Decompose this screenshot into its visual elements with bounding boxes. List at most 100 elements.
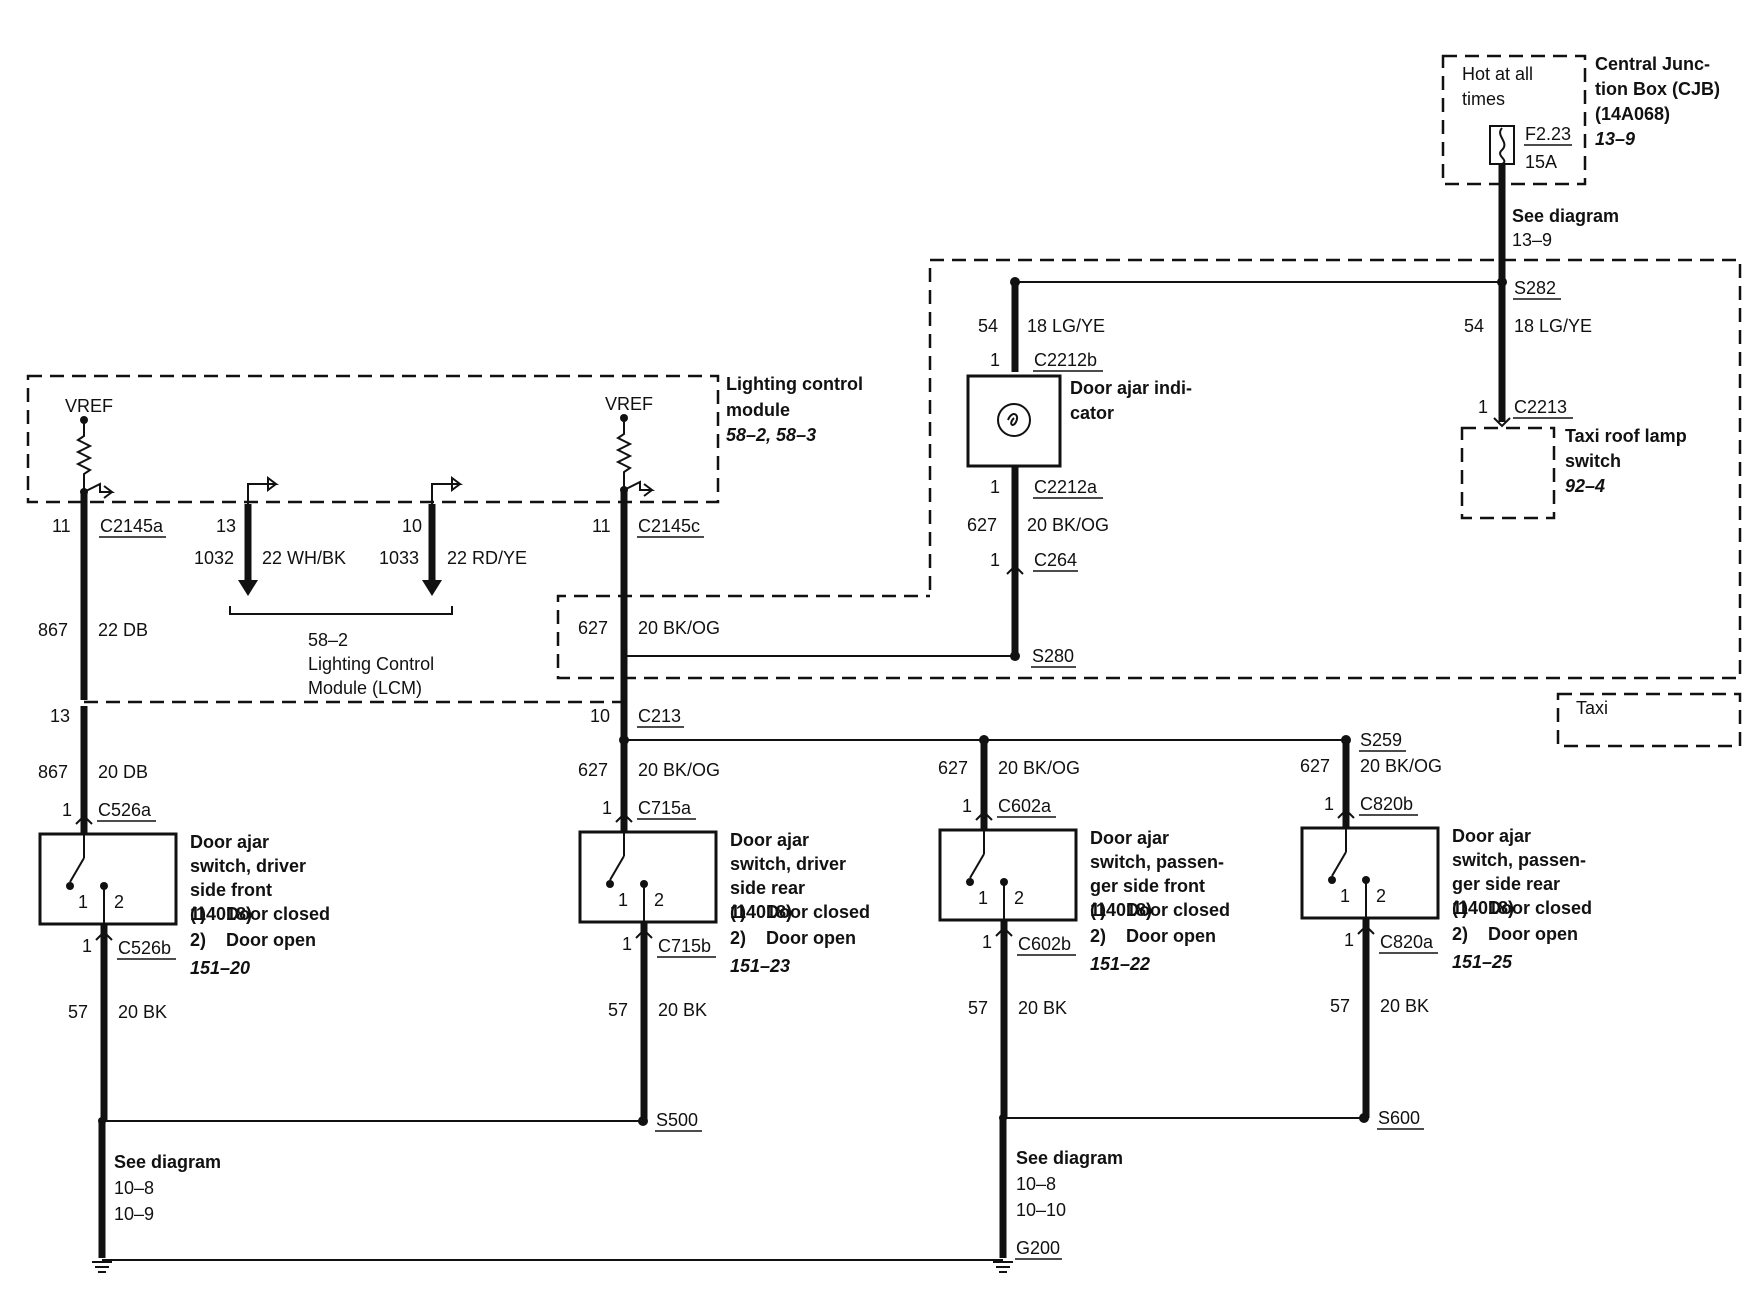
switch-wire-top-color-passenger-rear: 20 BK/OG: [1360, 756, 1442, 776]
circuit-1032: 1032: [194, 548, 234, 568]
taxi-connector-chevron-icon: [1493, 417, 1511, 428]
switch-wire-bottom-color-driver-front: 20 BK: [118, 1002, 167, 1022]
switch-state-2-num-driver-front: 2): [190, 930, 206, 950]
c213-pin-13: 13: [50, 706, 70, 726]
lamp-filament-icon: [1007, 413, 1018, 426]
lcm-title-2: module: [726, 400, 790, 420]
switch-circuit-bottom-passenger-front: 57: [968, 998, 988, 1018]
indicator-pin-bottom: 1: [990, 477, 1000, 497]
switch-state-2-passenger-front: Door open: [1126, 926, 1216, 946]
taxi-switch-ref: 92–4: [1565, 476, 1605, 496]
switch-blade-icon-driver-rear: [609, 855, 625, 881]
circuit-627-upper: 627: [578, 618, 608, 638]
lcm-output-13-switch-icon: [247, 476, 279, 504]
switch-circuit-bottom-driver-front: 57: [68, 1002, 88, 1022]
switch-state-1-num-passenger-front: 1): [1090, 900, 1106, 920]
switch-state-2-num-passenger-rear: 2): [1452, 924, 1468, 944]
splice-s500-label: S500: [656, 1110, 698, 1130]
switch-connector-top-passenger-rear: C820b: [1360, 794, 1413, 814]
switch-pin-top-driver-front: 1: [62, 800, 72, 820]
indicator-pin-top: 1: [990, 350, 1000, 370]
splice-s600-label: S600: [1378, 1108, 1420, 1128]
switch-title-driver-rear-0: Door ajar: [730, 830, 809, 850]
splice-s600-dot: [1359, 1113, 1369, 1123]
lcm-dashed-boundary: [26, 374, 720, 504]
taxi-switch-title-2: switch: [1565, 451, 1621, 471]
wire-867-upper-color: 22 DB: [98, 620, 148, 640]
switch-state-1-driver-rear: Door closed: [766, 902, 870, 922]
switch-contact-1-label-passenger-rear: 1: [1340, 886, 1350, 906]
right-see-ref-1: 10–8: [1016, 1174, 1056, 1194]
switch-contact-2-label-driver-front: 2: [114, 892, 124, 912]
switch-ref-driver-front: 151–20: [190, 958, 250, 978]
switch-connector-bottom-driver-rear: C715b: [658, 936, 711, 956]
c264-pin: 1: [990, 550, 1000, 570]
switch-state-2-num-driver-rear: 2): [730, 928, 746, 948]
splice-s282-label: S282: [1514, 278, 1556, 298]
switch-state-1-num-passenger-rear: 1): [1452, 898, 1468, 918]
switch-ref-passenger-rear: 151–25: [1452, 952, 1513, 972]
lcm-ref2-1: 58–2: [308, 630, 348, 650]
cjb-see-diagram: See diagram: [1512, 206, 1619, 226]
c213-pin-10: 10: [590, 706, 610, 726]
switch-title-passenger-front-3: (14018): [1090, 900, 1152, 920]
switch-title-driver-rear-3: (14018): [730, 902, 792, 922]
fuse-element-icon: [1499, 127, 1506, 165]
switch-state-2-num-passenger-front: 2): [1090, 926, 1106, 946]
switch-state-1-num-driver-front: 1): [190, 904, 206, 924]
cjb-hot-label-1: Hot at all: [1462, 64, 1533, 84]
circuit-1033: 1033: [379, 548, 419, 568]
taxi-connector: C2213: [1514, 397, 1567, 417]
vref-right-label: VREF: [605, 394, 653, 414]
switch-title-passenger-rear-0: Door ajar: [1452, 826, 1531, 846]
switch-circuit-bottom-driver-rear: 57: [608, 1000, 628, 1020]
switch-pin-bottom-passenger-rear: 1: [1344, 930, 1354, 950]
switch-state-2-driver-front: Door open: [226, 930, 316, 950]
switch-top-chevron-icon-driver-front: [75, 814, 93, 825]
right-see-diagram: See diagram: [1016, 1148, 1123, 1168]
switch-blade-icon-passenger-rear: [1331, 851, 1347, 877]
indicator-title-2: cator: [1070, 403, 1114, 423]
g200-ground-icon: [993, 1261, 1013, 1273]
switch-pin-bottom-driver-rear: 1: [622, 934, 632, 954]
taxi-boundary: Taxi: [556, 258, 1742, 748]
switch-blade-icon-driver-front: [69, 857, 85, 883]
lcm-ref2-3: Module (LCM): [308, 678, 422, 698]
right-see-ref-2: 10–10: [1016, 1200, 1066, 1220]
switch-title-driver-front-3: (14018): [190, 904, 252, 924]
splice-s259-label: S259: [1360, 730, 1402, 750]
lcm-pin-10: 10: [402, 516, 422, 536]
cjb-title-1: Central Junc-: [1595, 54, 1710, 74]
switch-contact-1-icon-passenger-front: [966, 878, 974, 886]
switch-box-driver-front: [38, 832, 178, 926]
taxi-circuit-54: 54: [1464, 316, 1484, 336]
ground-network: S500 S600 See diagram 10–8 10–9 See diag…: [92, 1108, 1424, 1273]
switch-box-driver-rear: [578, 830, 718, 924]
wire-1033-color: 22 RD/YE: [447, 548, 527, 568]
wire-1032-arrow-icon: [238, 580, 258, 596]
vref-left-label: VREF: [65, 396, 113, 416]
switch-bottom-chevron-icon-driver-front: [95, 930, 113, 941]
c264-connector: C264: [1034, 550, 1077, 570]
switch-title-passenger-front-1: switch, passen-: [1090, 852, 1224, 872]
lighting-control-module: VREF VREF Lighting control module 58–2, …: [26, 374, 863, 698]
switch-title-passenger-rear-2: ger side rear: [1452, 874, 1560, 894]
switch-contact-1-icon-driver-rear: [606, 880, 614, 888]
switch-top-chevron-icon-passenger-rear: [1337, 808, 1355, 819]
switch-title-passenger-front-2: ger side front: [1090, 876, 1205, 896]
switch-title-passenger-rear-3: (14018): [1452, 898, 1514, 918]
switch-contact-2-label-passenger-rear: 2: [1376, 886, 1386, 906]
switch-state-1-num-driver-rear: 1): [730, 902, 746, 922]
switch-title-driver-rear-2: side rear: [730, 878, 805, 898]
switch-state-1-passenger-front: Door closed: [1126, 900, 1230, 920]
switch-wire-top-color-passenger-front: 20 BK/OG: [998, 758, 1080, 778]
c264-chevron-icon: [1006, 564, 1024, 575]
vref-right-switch-icon: [623, 480, 655, 497]
left-see-ref-2: 10–9: [114, 1204, 154, 1224]
switch-circuit-top-driver-front: 867: [38, 762, 68, 782]
switch-top-chevron-icon-driver-rear: [615, 812, 633, 823]
switch-blade-icon-passenger-front: [969, 853, 985, 879]
